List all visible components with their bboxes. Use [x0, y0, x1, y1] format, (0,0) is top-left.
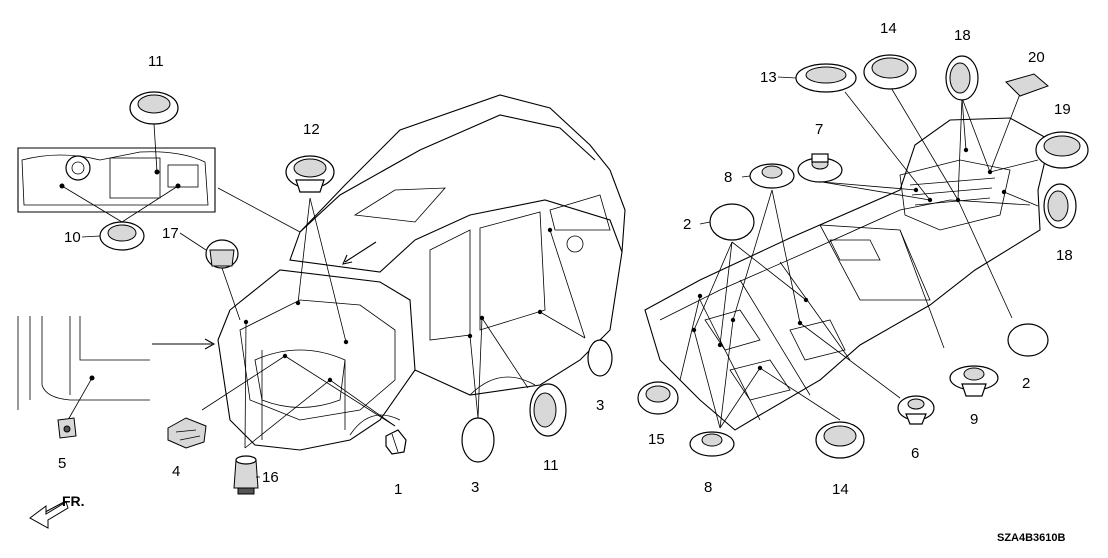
grommet-9 [949, 365, 999, 397]
direction-label: FR. [62, 493, 85, 509]
callout-label: 10 [64, 229, 81, 246]
callout-label: 14 [880, 20, 897, 37]
clip-4 [167, 417, 207, 449]
drawing-code: SZA4B3610B [997, 532, 1066, 544]
floor-leader-lines [679, 85, 1039, 429]
clip-1 [385, 429, 407, 455]
callout-label: 6 [911, 445, 919, 462]
vehicle-body [217, 94, 626, 451]
clip-5 [57, 417, 77, 439]
grommet-18-top [945, 55, 979, 101]
callout-label: 14 [832, 481, 849, 498]
grommet-12 [285, 155, 335, 193]
callout-label: 7 [815, 121, 823, 138]
clip-17 [205, 239, 241, 321]
callout-label: 4 [172, 463, 180, 480]
callout-label: 18 [1056, 247, 1073, 264]
callout-ticks [81, 76, 797, 478]
callout-label: 5 [58, 455, 66, 472]
grommet-14-bottom [815, 421, 865, 459]
grommet-18-right [1043, 183, 1077, 229]
callout-label: 8 [704, 479, 712, 496]
body-leader-lines [201, 187, 586, 449]
callout-label: 19 [1054, 101, 1071, 118]
callout-label: 13 [760, 69, 777, 86]
grommet-8-bottom [689, 431, 735, 457]
seal-3-right [587, 339, 613, 377]
callout-label: 1 [394, 481, 402, 498]
grommet-11-top [129, 91, 179, 173]
grommet-10 [61, 185, 179, 251]
grommet-15 [637, 381, 679, 415]
callout-label: 9 [970, 411, 978, 428]
grommet-14-top [863, 54, 917, 90]
grommet-8-top [749, 163, 795, 189]
grommet-11-bottom [529, 383, 567, 437]
callout-labels: 11 12 10 17 5 4 16 1 3 11 3 13 14 18 20 … [58, 20, 1073, 498]
seal-3-left [461, 417, 495, 463]
inset-dashboard-panel [17, 147, 216, 213]
pad-20 [1005, 73, 1049, 97]
callout-label: 20 [1028, 49, 1045, 66]
callout-label: 15 [648, 431, 665, 448]
grommet-6 [897, 395, 935, 425]
front-direction-arrow: FR. [29, 493, 85, 529]
plug-2-right [1007, 323, 1049, 357]
plug-2-left [709, 203, 755, 241]
callout-label: 8 [724, 169, 732, 186]
callout-label: 3 [596, 397, 604, 414]
callout-label: 18 [954, 27, 971, 44]
inset-lower-panel [17, 316, 216, 421]
callout-label: 2 [1022, 375, 1030, 392]
grommet-7 [797, 153, 843, 183]
callout-label: 16 [262, 469, 279, 486]
callout-label: 3 [471, 479, 479, 496]
callout-label: 11 [148, 53, 164, 70]
callout-label: 2 [683, 216, 691, 233]
seal-13 [795, 63, 857, 93]
callout-label: 17 [162, 225, 179, 242]
plug-16 [233, 455, 259, 495]
callout-label: 11 [543, 457, 559, 474]
grommet-19 [1035, 131, 1089, 169]
callout-label: 12 [303, 121, 320, 138]
